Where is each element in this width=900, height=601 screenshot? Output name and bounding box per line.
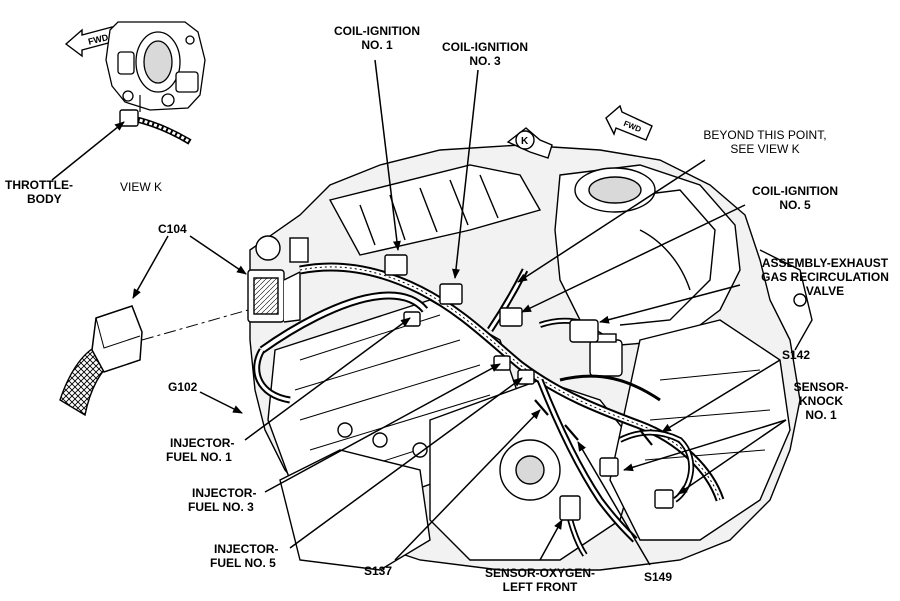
beyond-line1: BEYOND THIS POINT, [703, 128, 827, 142]
coil-ignition-1-line2: NO. 1 [361, 38, 393, 52]
view-k-inset: FWD [51, 21, 206, 181]
fwd-arrow-icon: FWD [64, 26, 113, 58]
inj3-line1: INJECTOR- [192, 486, 257, 500]
splice-marks [534, 399, 653, 446]
o2-line1: SENSOR-OXYGEN- [484, 566, 595, 580]
knock-line3: NO. 1 [805, 408, 837, 422]
s149-label: S149 [644, 570, 673, 584]
coil-ignition-3-label: COIL-IGNITION NO. 3 [430, 40, 540, 68]
coil-ignition-5-line2: NO. 5 [779, 198, 811, 212]
coil-ignition-3-line1: COIL-IGNITION [442, 40, 528, 54]
throttle-body-label-line1: THROTTLE- [5, 178, 73, 192]
fwd-badge-text: FWD [87, 32, 110, 47]
knock-line2: KNOCK [799, 394, 843, 408]
s142-label: S142 [782, 348, 811, 362]
component-connectors [384, 254, 674, 521]
inj3-line2: FUEL NO. 3 [188, 500, 254, 514]
o2-line2: LEFT FRONT [502, 580, 578, 594]
g102-label: G102 [168, 380, 198, 394]
engine-block [249, 144, 813, 571]
throttle-body-drawing [105, 21, 206, 111]
leader-lines [132, 59, 787, 566]
s137-label: S137 [364, 564, 393, 578]
injector-fuel-1-label: INJECTOR- FUEL NO. 1 [166, 436, 234, 464]
c104-connector-drawing [247, 235, 309, 323]
throttle-body-label: THROTTLE- BODY [5, 178, 73, 206]
c104-label: C104 [158, 222, 187, 236]
coil-ignition-1-label: COIL-IGNITION NO. 1 [322, 24, 432, 52]
view-k-label: VIEW K [120, 180, 163, 194]
injector-fuel-3-label: INJECTOR- FUEL NO. 3 [188, 486, 256, 514]
inj5-line2: FUEL NO. 5 [210, 556, 276, 570]
inj5-line1: INJECTOR- [214, 542, 279, 556]
knock-sensor-label: SENSOR- KNOCK NO. 1 [786, 380, 856, 422]
c104-detail-drawing [59, 305, 249, 417]
egr-line2: GAS RECIRCULATION [761, 270, 889, 284]
view-k-indicator: K [506, 127, 553, 159]
beyond-this-point-label: BEYOND THIS POINT, SEE VIEW K [690, 128, 840, 156]
oxygen-sensor-label: SENSOR-OXYGEN- LEFT FRONT [474, 566, 606, 594]
throttle-body-label-line2: BODY [27, 192, 62, 206]
fwd-arrow-main-icon: FWD [605, 104, 653, 141]
egr-valve-label: ASSEMBLY-EXHAUST GAS RECIRCULATION VALVE [752, 256, 898, 298]
egr-line3: VALVE [805, 284, 845, 298]
knock-line1: SENSOR- [793, 380, 849, 394]
coil-ignition-5-label: COIL-IGNITION NO. 5 [740, 184, 850, 212]
inj1-line1: INJECTOR- [170, 436, 235, 450]
injector-fuel-5-label: INJECTOR- FUEL NO. 5 [210, 542, 278, 570]
egr-line1: ASSEMBLY-EXHAUST [761, 256, 889, 270]
coil-ignition-3-line2: NO. 3 [469, 54, 501, 68]
coil-ignition-5-line1: COIL-IGNITION [752, 184, 838, 198]
inj1-line2: FUEL NO. 1 [166, 450, 232, 464]
beyond-line2: SEE VIEW K [730, 142, 800, 156]
view-k-badge-text: K [521, 136, 529, 147]
coil-ignition-1-line1: COIL-IGNITION [334, 24, 420, 38]
